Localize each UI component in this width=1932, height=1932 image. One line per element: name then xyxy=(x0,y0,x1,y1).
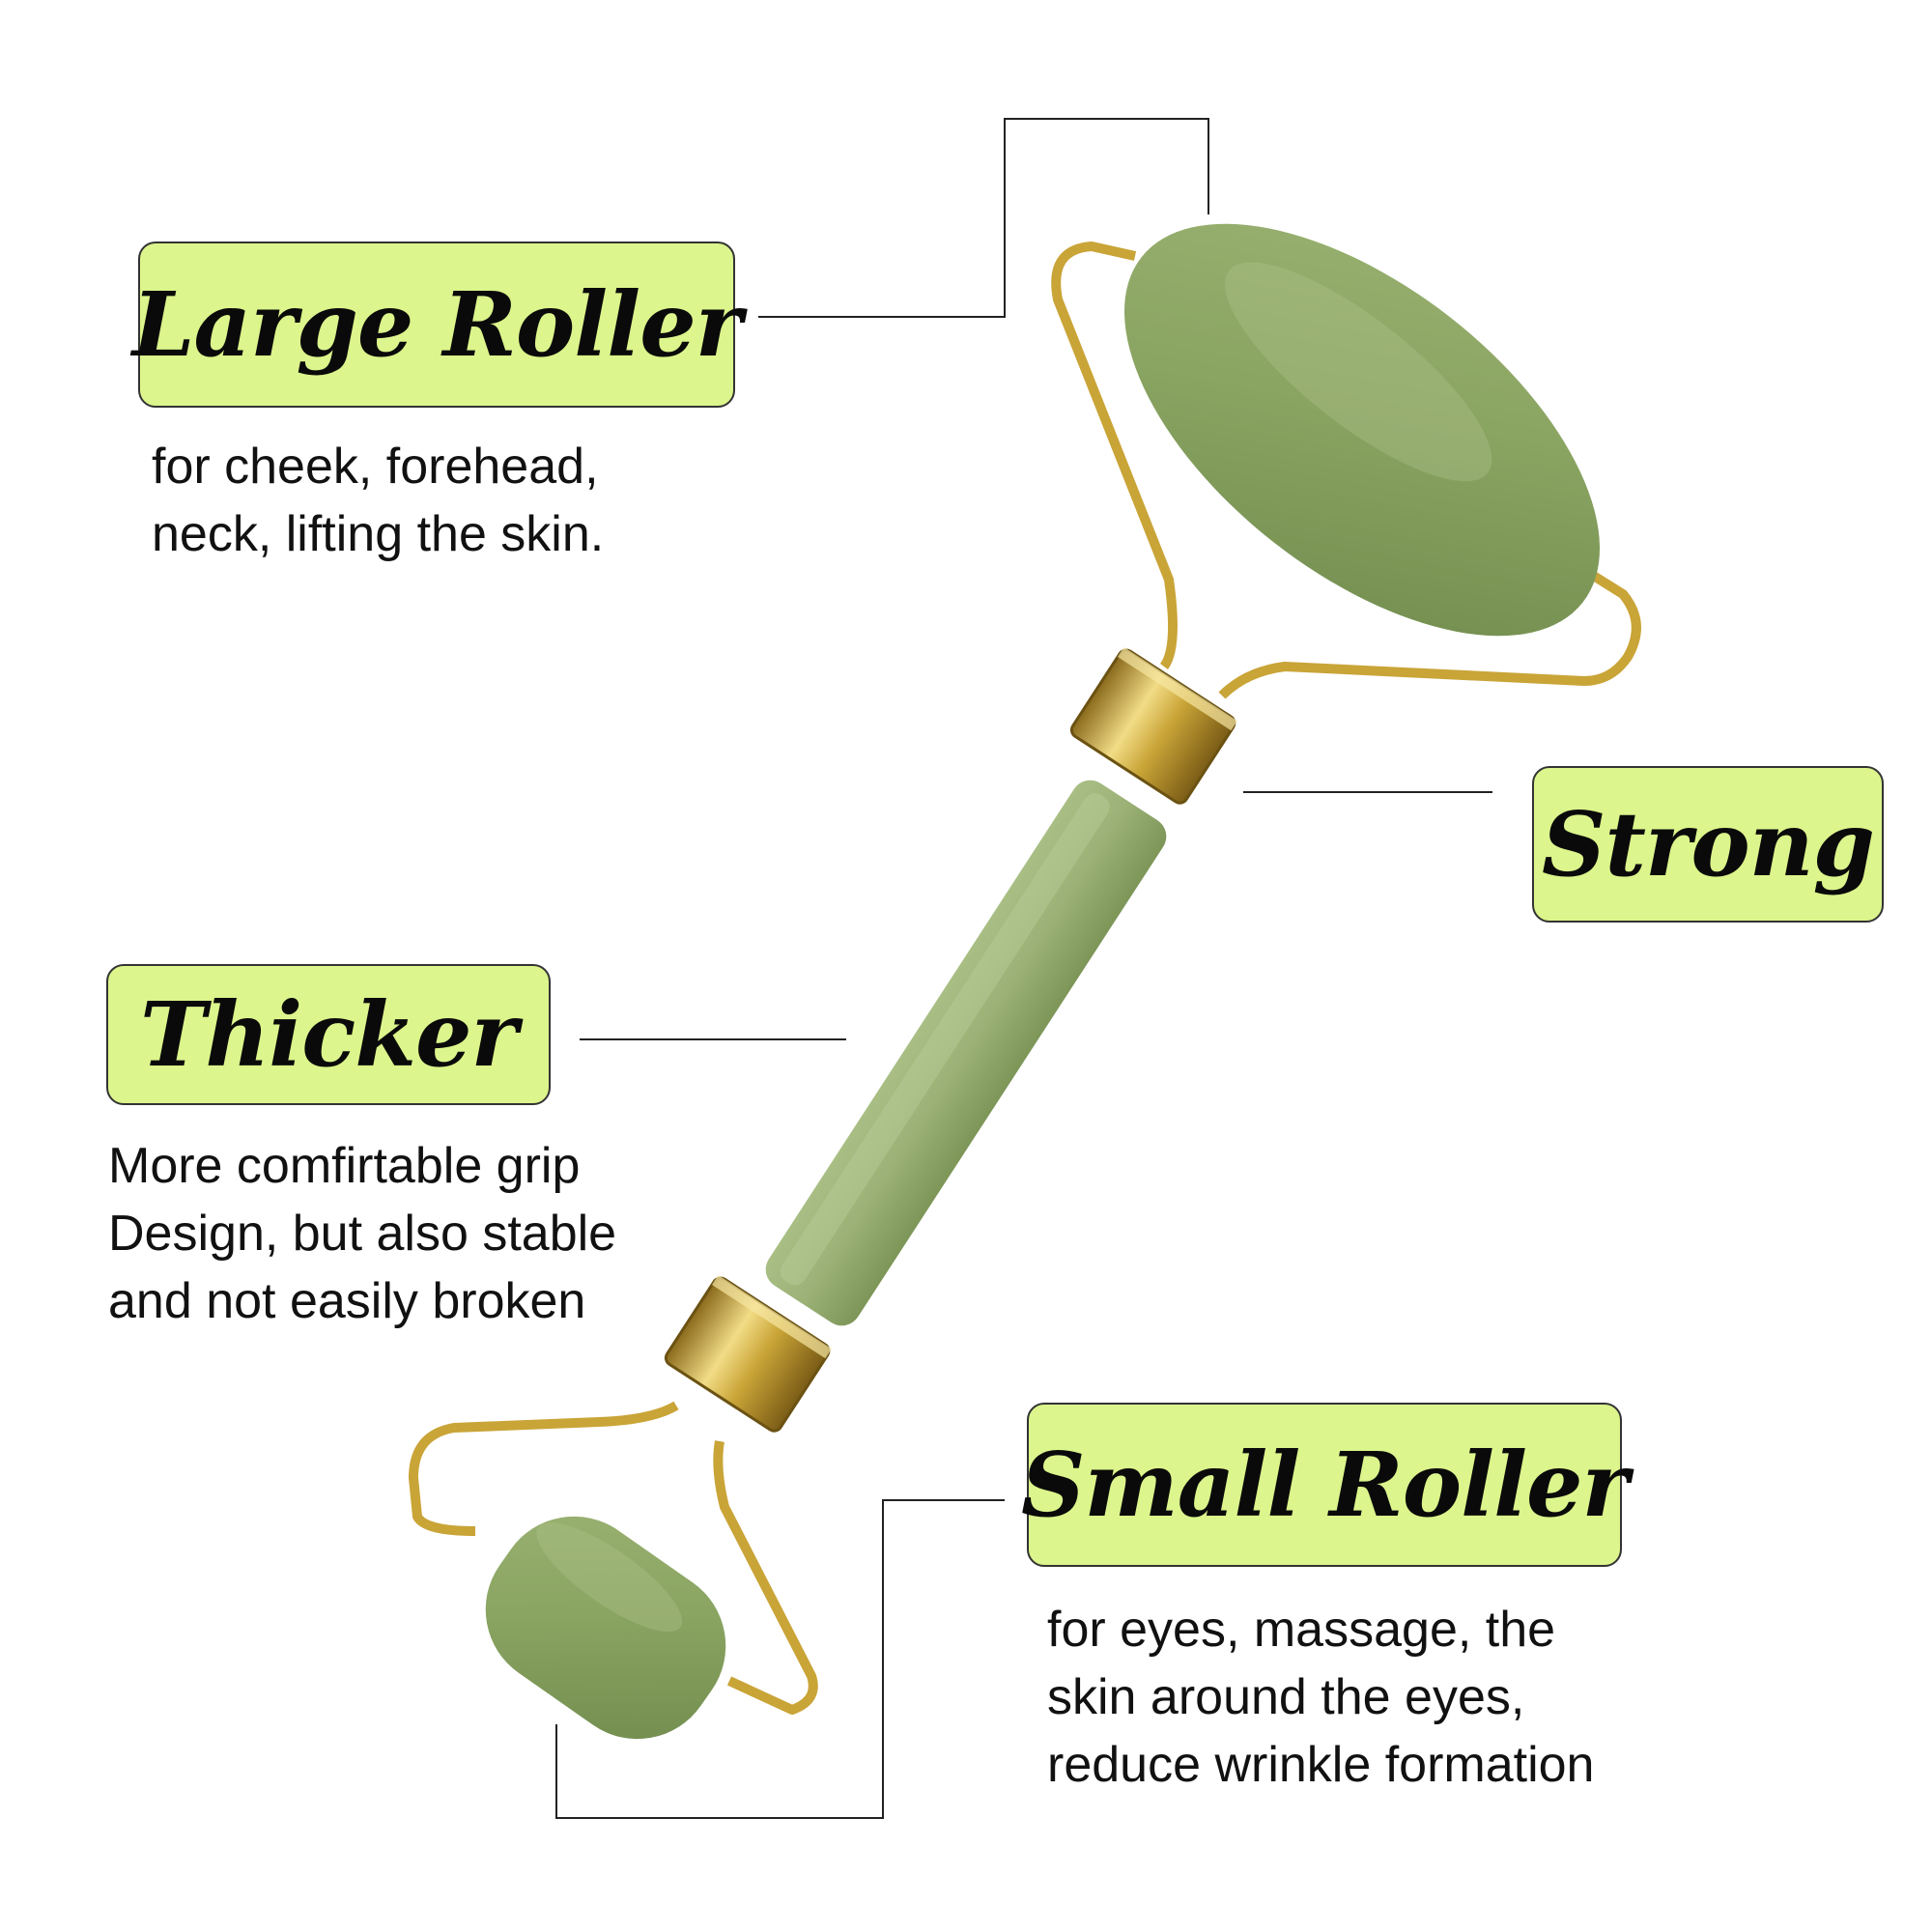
large-roller-description: for cheek, forehead, neck, lifting the s… xyxy=(152,433,604,568)
description-line: and not easily broken xyxy=(108,1273,586,1329)
leader-lines xyxy=(555,118,1492,1819)
leader-line-small-roller xyxy=(555,1499,1005,1819)
large-roller-label: Large Roller xyxy=(132,242,742,408)
thicker-description: More comfirtable grip Design, but also s… xyxy=(108,1132,616,1335)
lower-frame xyxy=(409,1401,818,1715)
description-line: More comfirtable grip xyxy=(108,1138,581,1194)
strong-title: Strong xyxy=(1542,792,1875,896)
thicker-title: Thicker xyxy=(139,982,518,1087)
description-line: for eyes, massage, the xyxy=(1047,1602,1556,1658)
large-roller-title: Large Roller xyxy=(131,272,742,377)
description-line: Design, but also stable xyxy=(108,1206,617,1262)
roller-handle xyxy=(765,780,1167,1326)
leader-line-large-roller xyxy=(758,118,1209,318)
description-line: skin around the eyes, xyxy=(1047,1669,1525,1725)
small-roller-description: for eyes, massage, the skin around the e… xyxy=(1047,1596,1594,1799)
large-roller-stone xyxy=(1123,223,1601,637)
thicker-label: Thicker xyxy=(106,964,551,1105)
description-line: for cheek, forehead, xyxy=(152,439,599,495)
small-roller-label: Small Roller xyxy=(1021,1403,1629,1567)
description-line: neck, lifting the skin. xyxy=(152,506,605,562)
upper-collar xyxy=(1069,646,1237,805)
small-roller-stone xyxy=(485,1516,726,1740)
description-line: reduce wrinkle formation xyxy=(1047,1737,1595,1793)
upper-frame xyxy=(1051,242,1641,699)
small-roller-title: Small Roller xyxy=(1020,1433,1629,1537)
strong-label: Strong xyxy=(1532,766,1884,923)
lower-collar xyxy=(664,1274,832,1433)
